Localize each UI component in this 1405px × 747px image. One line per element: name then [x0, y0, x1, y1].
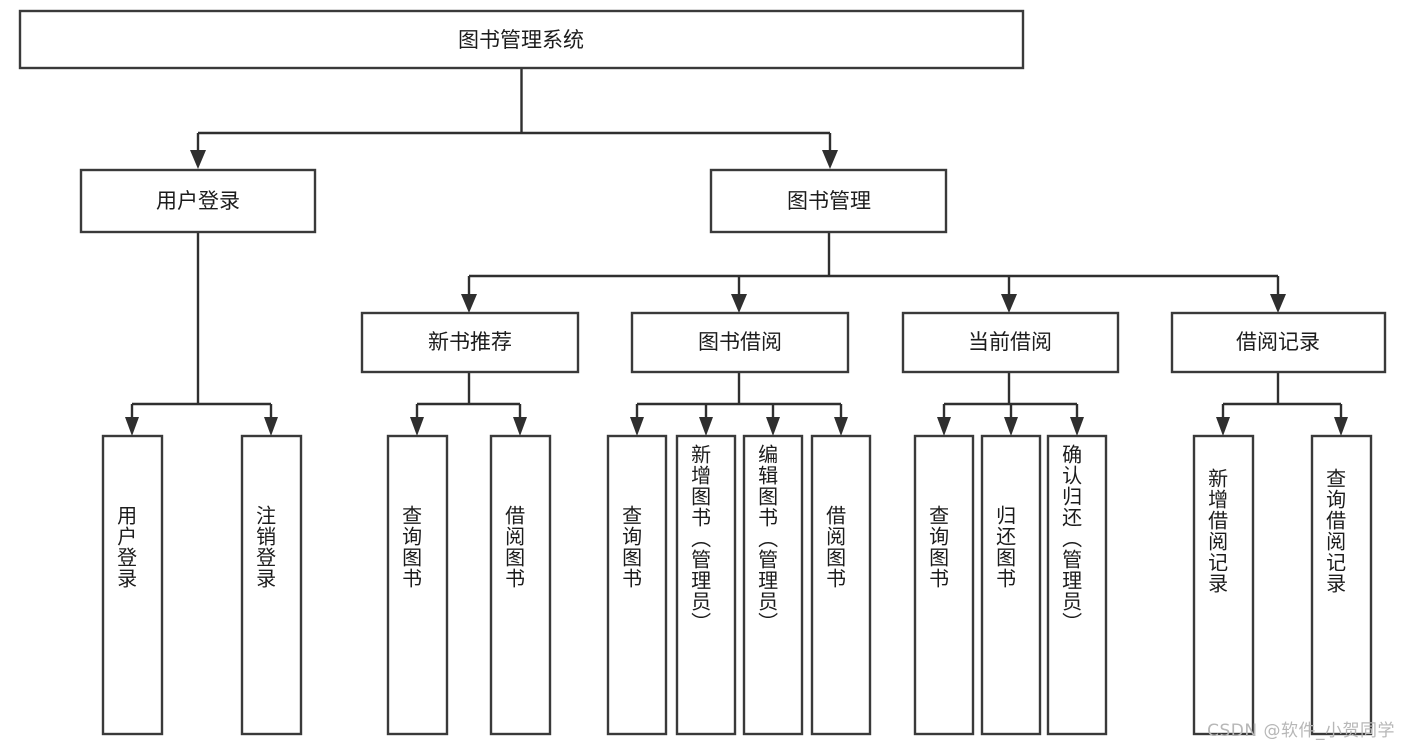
node-root-box[interactable]: [18, 9, 1025, 70]
arrow-to-borrow-record: [1270, 294, 1286, 313]
node-borrow-record-label: 借阅记录: [1236, 330, 1320, 354]
node-user-login-label: 用户登录: [156, 189, 240, 213]
node-book-borrow-box[interactable]: [630, 311, 850, 374]
arrow-current-borrow-leaf-2: [1004, 417, 1018, 436]
leaf-new-book-1-box[interactable]: [386, 434, 449, 736]
arrow-book-borrow-leaf-4: [834, 417, 848, 436]
arrow-current-borrow-leaf-1: [937, 417, 951, 436]
arrow-root-to-user-login: [190, 150, 206, 169]
arrow-user-login-leaf-1: [125, 417, 139, 436]
node-user-login-box[interactable]: [79, 168, 317, 234]
arrow-new-book-leaf-1: [410, 417, 424, 436]
leaf-book-borrow-2-box[interactable]: [675, 434, 737, 736]
arrow-to-book-borrow: [731, 294, 747, 313]
leaf-user-login-2-box[interactable]: [240, 434, 303, 736]
node-book-mgmt-label: 图书管理: [787, 189, 871, 213]
connector-group: [125, 68, 1348, 436]
node-book-mgmt-box[interactable]: [709, 168, 948, 234]
leaf-current-borrow-2-box[interactable]: [980, 434, 1042, 736]
arrow-root-to-book-mgmt: [822, 150, 838, 169]
arrow-to-current-borrow: [1001, 294, 1017, 313]
leaf-current-borrow-1-box[interactable]: [913, 434, 975, 736]
leaf-new-book-2-box[interactable]: [489, 434, 552, 736]
leaf-book-borrow-1-box[interactable]: [606, 434, 668, 736]
node-current-borrow-box[interactable]: [901, 311, 1120, 374]
csdn-watermark: CSDN @软件_小贺同学: [1207, 721, 1395, 741]
node-current-borrow-label: 当前借阅: [968, 330, 1052, 354]
arrow-book-borrow-leaf-3: [766, 417, 780, 436]
arrow-new-book-leaf-2: [513, 417, 527, 436]
leaf-user-login-1-box[interactable]: [101, 434, 164, 736]
arrow-borrow-record-leaf-2: [1334, 417, 1348, 436]
arrow-book-borrow-leaf-2: [699, 417, 713, 436]
node-book-borrow-label: 图书借阅: [698, 330, 782, 354]
leaf-current-borrow-3-box[interactable]: [1046, 434, 1108, 736]
arrow-borrow-record-leaf-1: [1216, 417, 1230, 436]
leaf-borrow-record-2-box[interactable]: [1310, 434, 1373, 736]
box-group: 图书管理系统 用户登录 图书管理 新书推荐 图书借阅 当前借阅 借阅记录: [18, 9, 1387, 736]
leaf-book-borrow-4-box[interactable]: [810, 434, 872, 736]
leaf-book-borrow-3-box[interactable]: [742, 434, 804, 736]
arrow-to-new-book-recommend: [461, 294, 477, 313]
node-root-label: 图书管理系统: [458, 28, 584, 52]
arrow-user-login-leaf-2: [264, 417, 278, 436]
arrow-book-borrow-leaf-1: [630, 417, 644, 436]
node-borrow-record-box[interactable]: [1170, 311, 1387, 374]
node-new-book-recommend-label: 新书推荐: [428, 330, 512, 354]
leaf-borrow-record-1-box[interactable]: [1192, 434, 1255, 736]
arrow-current-borrow-leaf-3: [1070, 417, 1084, 436]
node-new-book-recommend-box[interactable]: [360, 311, 580, 374]
